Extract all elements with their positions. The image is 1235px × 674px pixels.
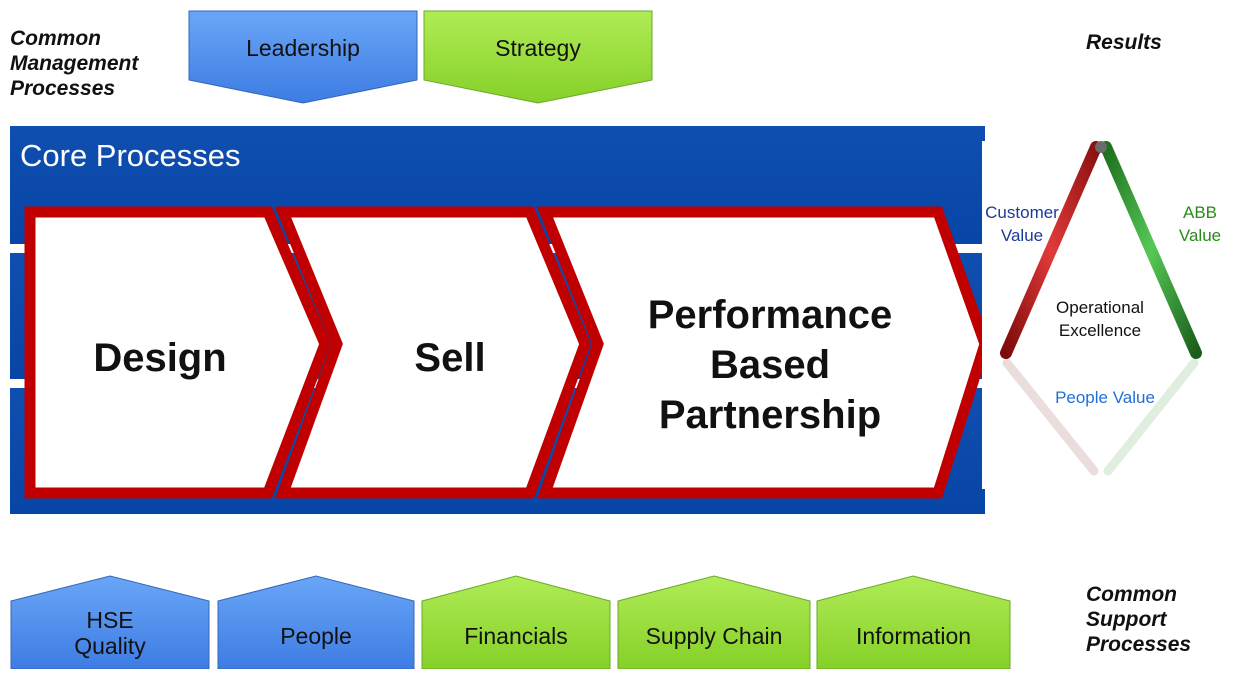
supply-chain-shape-graphic [617,575,811,670]
operational-excellence-label: Operational Excellence [1056,298,1144,340]
financials-label: Financials [464,623,568,649]
pbp-line1: Performance [647,293,893,337]
supply-chain-label: Supply Chain [645,623,783,649]
hse-quality-shape-graphic [10,575,210,670]
people-shape-graphic [217,575,415,670]
triangle-customer-edge [1000,141,1102,359]
hse-quality-shape[interactable]: HSE Quality [10,575,210,670]
pbp-chevron[interactable] [536,206,991,499]
triangle-abb-edge [1100,141,1202,359]
supply-chain-shape[interactable]: Supply Chain [617,575,811,670]
financials-shape[interactable]: Financials [421,575,611,670]
design-chevron[interactable] [24,206,331,499]
results-triangle [1000,141,1202,476]
results-panel [982,141,1227,489]
sell-chevron[interactable] [274,206,591,499]
information-shape-graphic [816,575,1011,670]
core-chevrons [24,206,991,499]
common-management-label: Common Management Processes [10,27,139,100]
hse-quality-label: HSE Quality [74,607,146,659]
people-label: People [280,623,352,649]
design-label: Design [93,336,227,380]
strategy-shape-graphic [423,10,653,104]
leadership-shape-graphic [188,10,418,104]
pbp-line3: Partnership [658,393,882,437]
customer-value-label: Customer Value [985,203,1059,245]
strategy-label: Strategy [495,35,581,61]
abb-value-label: ABB Value [1178,203,1222,245]
information-shape[interactable]: Information [816,575,1011,670]
financials-shape-graphic [421,575,611,670]
information-label: Information [855,623,972,649]
core-processes-title: Core Processes [20,138,241,173]
common-support-label: Common Support Processes [1086,583,1192,656]
strategy-shape[interactable]: Strategy [423,10,653,104]
leadership-shape[interactable]: Leadership [188,10,418,104]
sell-label: Sell [414,336,486,380]
people-shape[interactable]: People [217,575,415,670]
pbp-label: Performance Based Partnership [600,290,940,440]
results-label: Results [1086,31,1162,54]
people-value-label: People Value [1055,388,1155,407]
leadership-label: Leadership [246,35,360,61]
pbp-line2: Based [709,343,831,387]
